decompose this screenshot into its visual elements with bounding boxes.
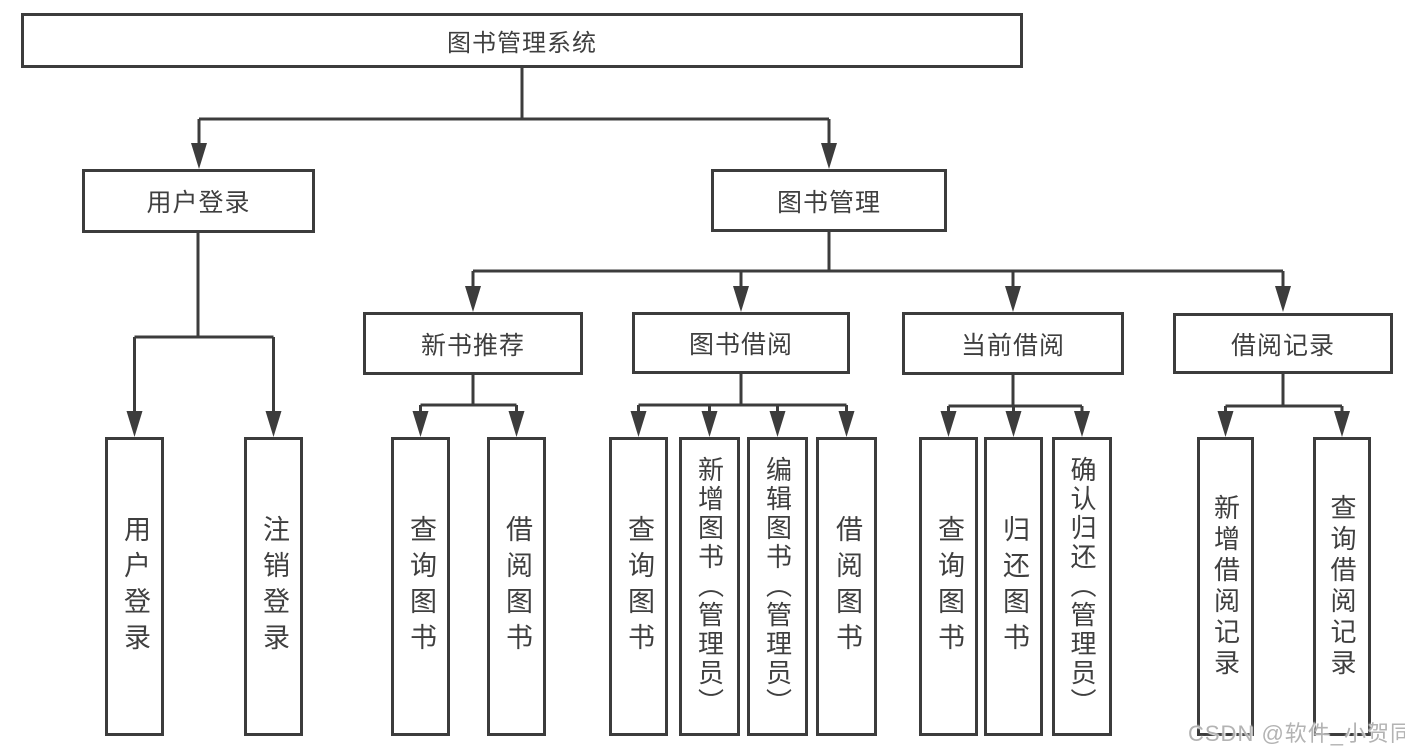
node-label: 查询图书 xyxy=(624,514,654,659)
node-label: 借阅记录 xyxy=(1230,331,1335,360)
node-label: 编辑图书（管理员） xyxy=(762,456,793,717)
node-user-login: 用户登录 xyxy=(82,169,315,233)
node-borrowing-records: 借阅记录 xyxy=(1173,313,1393,374)
node-label: 查询图书 xyxy=(934,514,964,659)
node-book-borrowing: 图书借阅 xyxy=(632,312,850,374)
node-label: 归还图书 xyxy=(999,514,1029,659)
node-leaf-query-books-current: 查询图书 xyxy=(919,437,978,736)
connector-paths xyxy=(133,68,1344,413)
node-label: 新书推荐 xyxy=(420,331,525,360)
node-label: 借阅图书 xyxy=(832,514,862,659)
node-label: 注销登录 xyxy=(259,514,289,659)
node-label: 用户登录 xyxy=(146,189,251,217)
node-label: 查询借阅记录 xyxy=(1327,493,1357,680)
node-leaf-add-books-admin: 新增图书（管理员） xyxy=(679,437,740,736)
csdn-watermark: CSDN @软件_小贺同学 xyxy=(1188,721,1405,746)
node-new-book-recommend: 新书推荐 xyxy=(363,312,583,375)
node-leaf-query-borrow-record: 查询借阅记录 xyxy=(1313,437,1371,736)
node-leaf-borrow-books-recommend: 借阅图书 xyxy=(487,437,546,736)
node-leaf-query-books-borrowing: 查询图书 xyxy=(609,437,668,736)
arrowhead-icons xyxy=(126,143,1350,437)
node-leaf-add-borrow-record: 新增借阅记录 xyxy=(1197,437,1254,736)
node-leaf-confirm-return-admin: 确认归还（管理员） xyxy=(1052,437,1112,736)
node-current-borrowing: 当前借阅 xyxy=(902,312,1124,375)
node-leaf-return-books: 归还图书 xyxy=(984,437,1043,736)
node-label: 确认归还（管理员） xyxy=(1067,456,1097,717)
node-label: 图书管理系统 xyxy=(447,30,597,57)
node-label: 图书管理 xyxy=(776,188,881,217)
node-leaf-edit-books-admin: 编辑图书（管理员） xyxy=(747,437,808,736)
node-label: 用户登录 xyxy=(120,514,150,659)
node-label: 查询图书 xyxy=(406,514,436,659)
node-label: 图书借阅 xyxy=(688,331,793,359)
node-label: 当前借阅 xyxy=(960,331,1065,360)
node-leaf-logout: 注销登录 xyxy=(244,437,303,736)
node-book-management: 图书管理 xyxy=(711,169,947,232)
node-label: 新增借阅记录 xyxy=(1210,493,1241,680)
node-library-management-system: 图书管理系统 xyxy=(21,13,1023,68)
node-leaf-borrow-books-borrowing: 借阅图书 xyxy=(816,437,877,736)
node-leaf-user-login: 用户登录 xyxy=(105,437,164,736)
node-label: 新增图书（管理员） xyxy=(694,456,725,717)
node-leaf-query-books-recommend: 查询图书 xyxy=(391,437,450,736)
node-label: 借阅图书 xyxy=(502,514,532,659)
